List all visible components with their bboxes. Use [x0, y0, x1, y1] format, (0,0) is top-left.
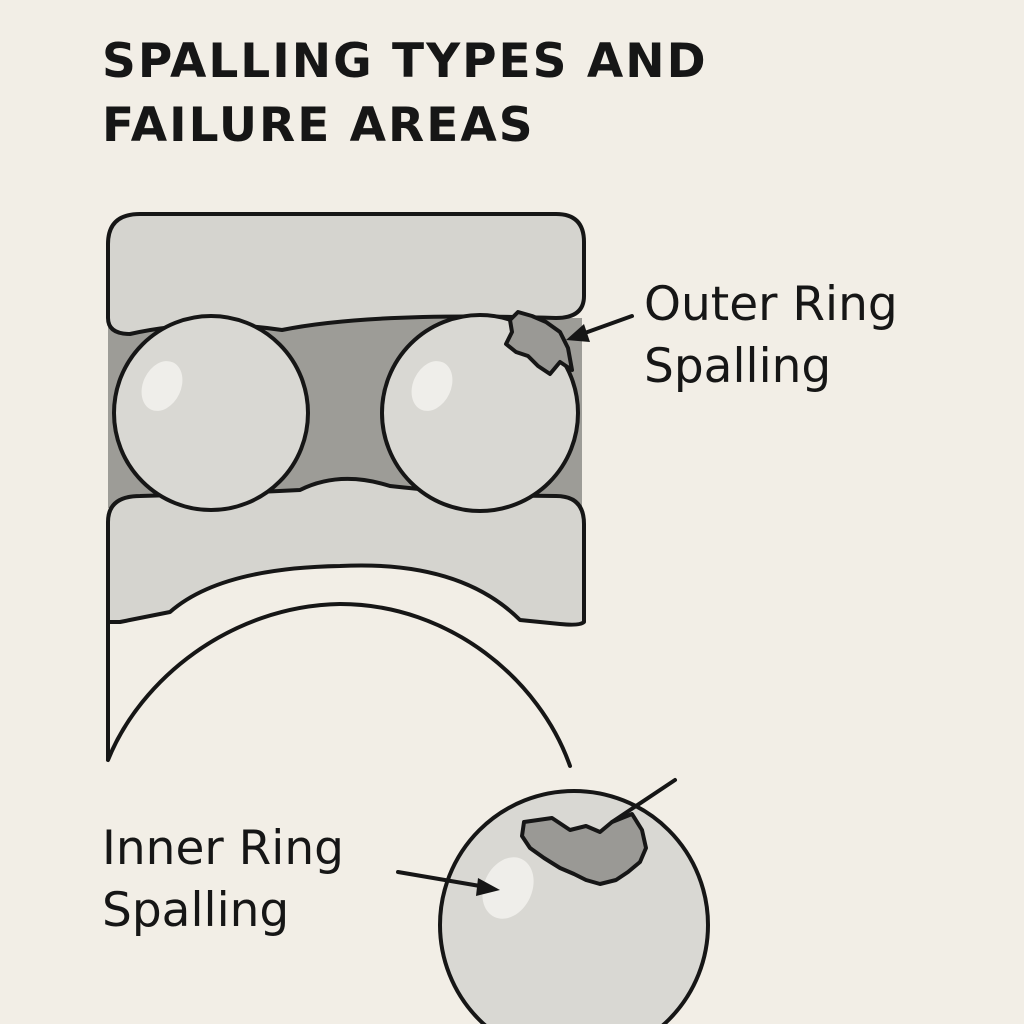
inner-label-line-2: Spalling: [102, 883, 290, 938]
right-ball-highlight: [411, 361, 453, 411]
title-line-2: FAILURE AREAS: [102, 98, 535, 153]
left-ball: [112, 314, 310, 512]
outer-ring: [106, 212, 586, 336]
bearing-cross-section: [0, 212, 586, 1024]
diagram-title: SPALLING TYPES AND FAILURE AREAS: [102, 30, 708, 158]
left-ball-highlight: [141, 361, 183, 411]
spall-pointer-line: [610, 778, 677, 824]
detail-ball-highlight: [482, 857, 534, 919]
outer-label-line-2: Spalling: [644, 339, 832, 394]
bore-opening: [0, 604, 584, 1024]
outer-label-arrow: [566, 314, 634, 342]
detail-ball-group: [438, 778, 710, 1024]
outer-label-line-1: Outer Ring: [644, 277, 898, 332]
bore-edge: [106, 602, 572, 768]
inner-label-arrow: [396, 870, 500, 896]
inner-ring-spall: [520, 812, 648, 886]
outer-ring-spalling-label: Outer Ring Spalling: [644, 274, 898, 398]
title-line-1: SPALLING TYPES AND: [102, 34, 708, 89]
inner-label-line-1: Inner Ring: [102, 821, 344, 876]
outer-ring-spall: [504, 310, 574, 376]
inner-ring-spalling-label: Inner Ring Spalling: [102, 818, 344, 942]
